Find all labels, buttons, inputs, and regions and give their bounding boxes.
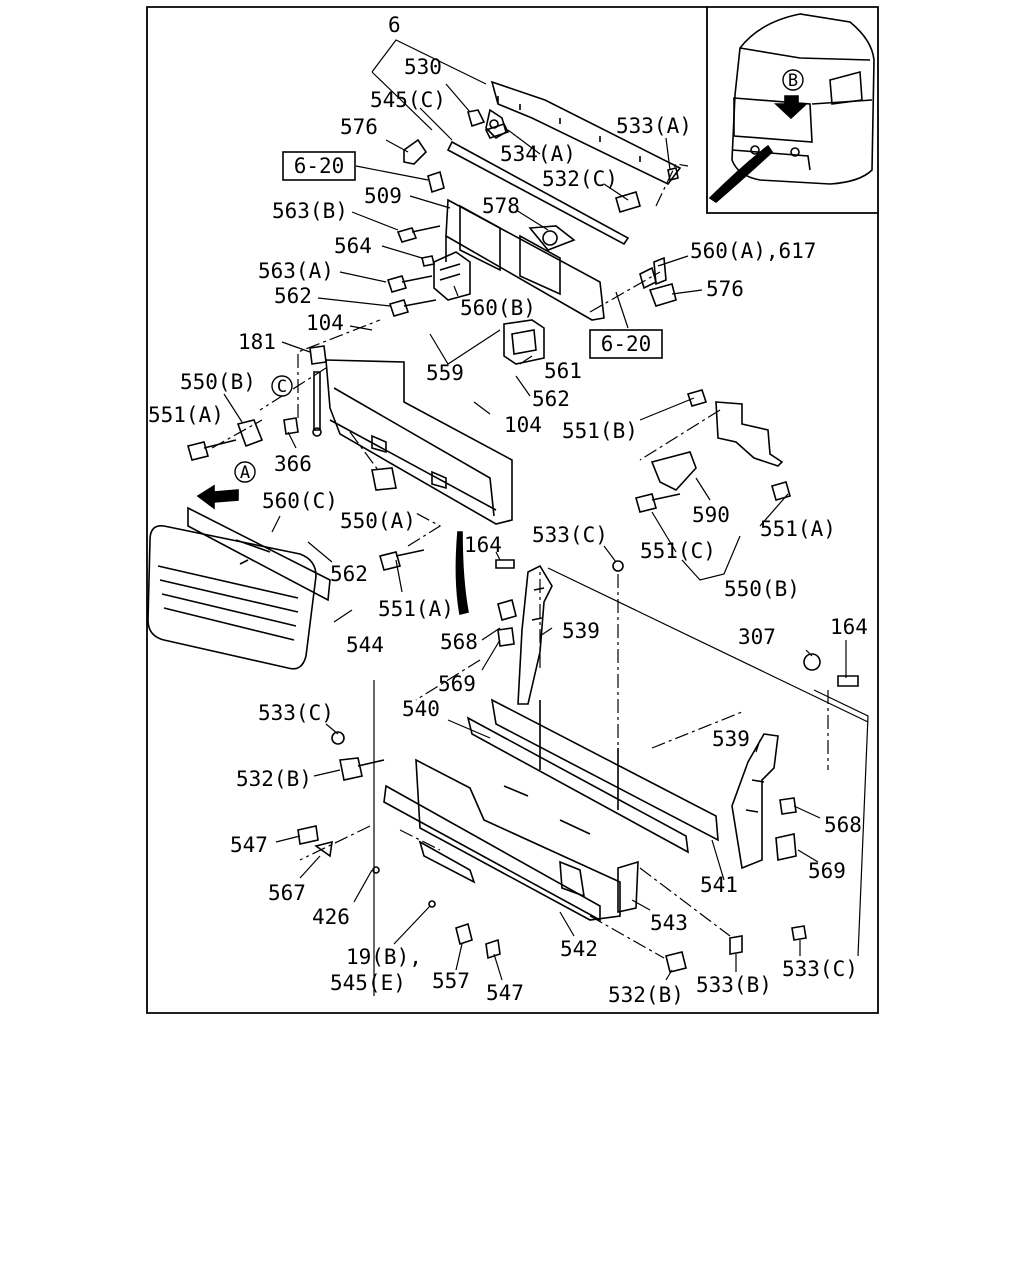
label-551c: 551(C) [640,539,716,563]
label-578: 578 [482,194,520,218]
label-576-right: 576 [706,277,744,301]
label-563a: 563(A) [258,259,334,283]
label-559: 559 [426,361,464,385]
label-550b-right: 550(B) [724,577,800,601]
view-marker-b-label: B [788,71,798,91]
label-104-upper: 104 [306,311,344,335]
ref-box-6-20-left: 6-20 [282,151,356,181]
label-576-left: 576 [340,115,378,139]
label-532c: 532(C) [542,167,618,191]
label-550b-left: 550(B) [180,370,256,394]
truck-cab-illustration [731,13,875,185]
label-6: 6 [388,13,401,37]
label-509: 509 [364,184,402,208]
label-539-left: 539 [562,619,600,643]
label-533c-bottom: 533(C) [782,957,858,981]
label-563b: 563(B) [272,199,348,223]
upper-bracket-509 [445,198,605,321]
label-551b: 551(B) [562,419,638,443]
label-550a: 550(A) [340,509,416,533]
label-19b: 19(B), [346,945,422,969]
label-547-bottom: 547 [486,981,524,1005]
label-551a-mid: 551(A) [378,597,454,621]
label-567: 567 [268,881,306,905]
front-grille-544 [147,506,331,670]
label-544: 544 [346,633,384,657]
label-164-right: 164 [830,615,868,639]
leader-lines [223,39,869,996]
label-542: 542 [560,937,598,961]
label-562-upper: 562 [274,284,312,308]
label-590: 590 [692,503,730,527]
bracket-539-right [731,733,779,870]
label-539-right: 539 [712,727,750,751]
label-562-mid: 562 [532,387,570,411]
label-532b-left: 532(B) [236,767,312,791]
view-marker-c-label: C [277,377,287,397]
label-104-mid: 104 [504,413,542,437]
cowl-panel [446,80,682,246]
label-533b: 533(B) [696,973,772,997]
section-arrow [455,531,469,615]
view-marker-a: A [234,461,256,483]
label-545c: 545(C) [370,88,446,112]
label-564: 564 [334,234,372,258]
label-560a-617: 560(A),617 [690,239,816,263]
label-561: 561 [544,359,582,383]
label-560c: 560(C) [262,489,338,513]
label-540: 540 [402,697,440,721]
ref-box-6-20-right: 6-20 [589,329,663,359]
mount-plate-561 [503,319,545,365]
label-569-right: 569 [808,859,846,883]
label-307: 307 [738,625,776,649]
part-labels: 6 530 545(C) 576 509 563(B) 564 563(A) 5… [148,13,868,1007]
label-568-right: 568 [824,813,862,837]
upper-fasteners [403,109,679,213]
view-marker-a-label: A [240,463,250,483]
label-532b-bottom: 532(B) [608,983,684,1007]
label-551a-right: 551(A) [760,517,836,541]
label-569-left: 569 [438,672,476,696]
label-557: 557 [432,969,470,993]
label-530: 530 [404,55,442,79]
ref-box-6-20-right-label: 6-20 [601,332,652,356]
label-545e: 545(E) [330,971,406,995]
label-534a: 534(A) [500,142,576,166]
label-164-left: 164 [464,533,502,557]
label-181: 181 [238,330,276,354]
label-533c-top: 533(C) [532,523,608,547]
assembly-lines [211,163,829,959]
inset-callout-arrow [708,144,774,204]
label-547-left: 547 [230,833,268,857]
label-551a-left: 551(A) [148,403,224,427]
ref-box-6-20-left-label: 6-20 [294,154,345,178]
bracket-539-left [517,564,553,705]
lower-panel-540 [466,698,719,854]
hinge-parts-right [639,256,677,307]
actuator-560b [433,251,471,301]
label-568-left: 568 [440,630,478,654]
bolts-left-upper [386,225,441,317]
label-366: 366 [274,452,312,476]
label-533c-left: 533(C) [258,701,334,725]
view-marker-b: B [782,69,804,91]
lower-crossmember [383,758,639,922]
middle-frame-left [309,345,513,525]
label-562-grille: 562 [330,562,368,586]
label-560b: 560(B) [460,296,536,320]
label-541: 541 [700,873,738,897]
label-543: 543 [650,911,688,935]
label-533a: 533(A) [616,114,692,138]
label-426: 426 [312,905,350,929]
inset-frame [707,6,879,213]
view-marker-c: C [271,375,293,397]
direction-arrow-a [196,484,239,510]
right-support-assembly [635,389,791,513]
